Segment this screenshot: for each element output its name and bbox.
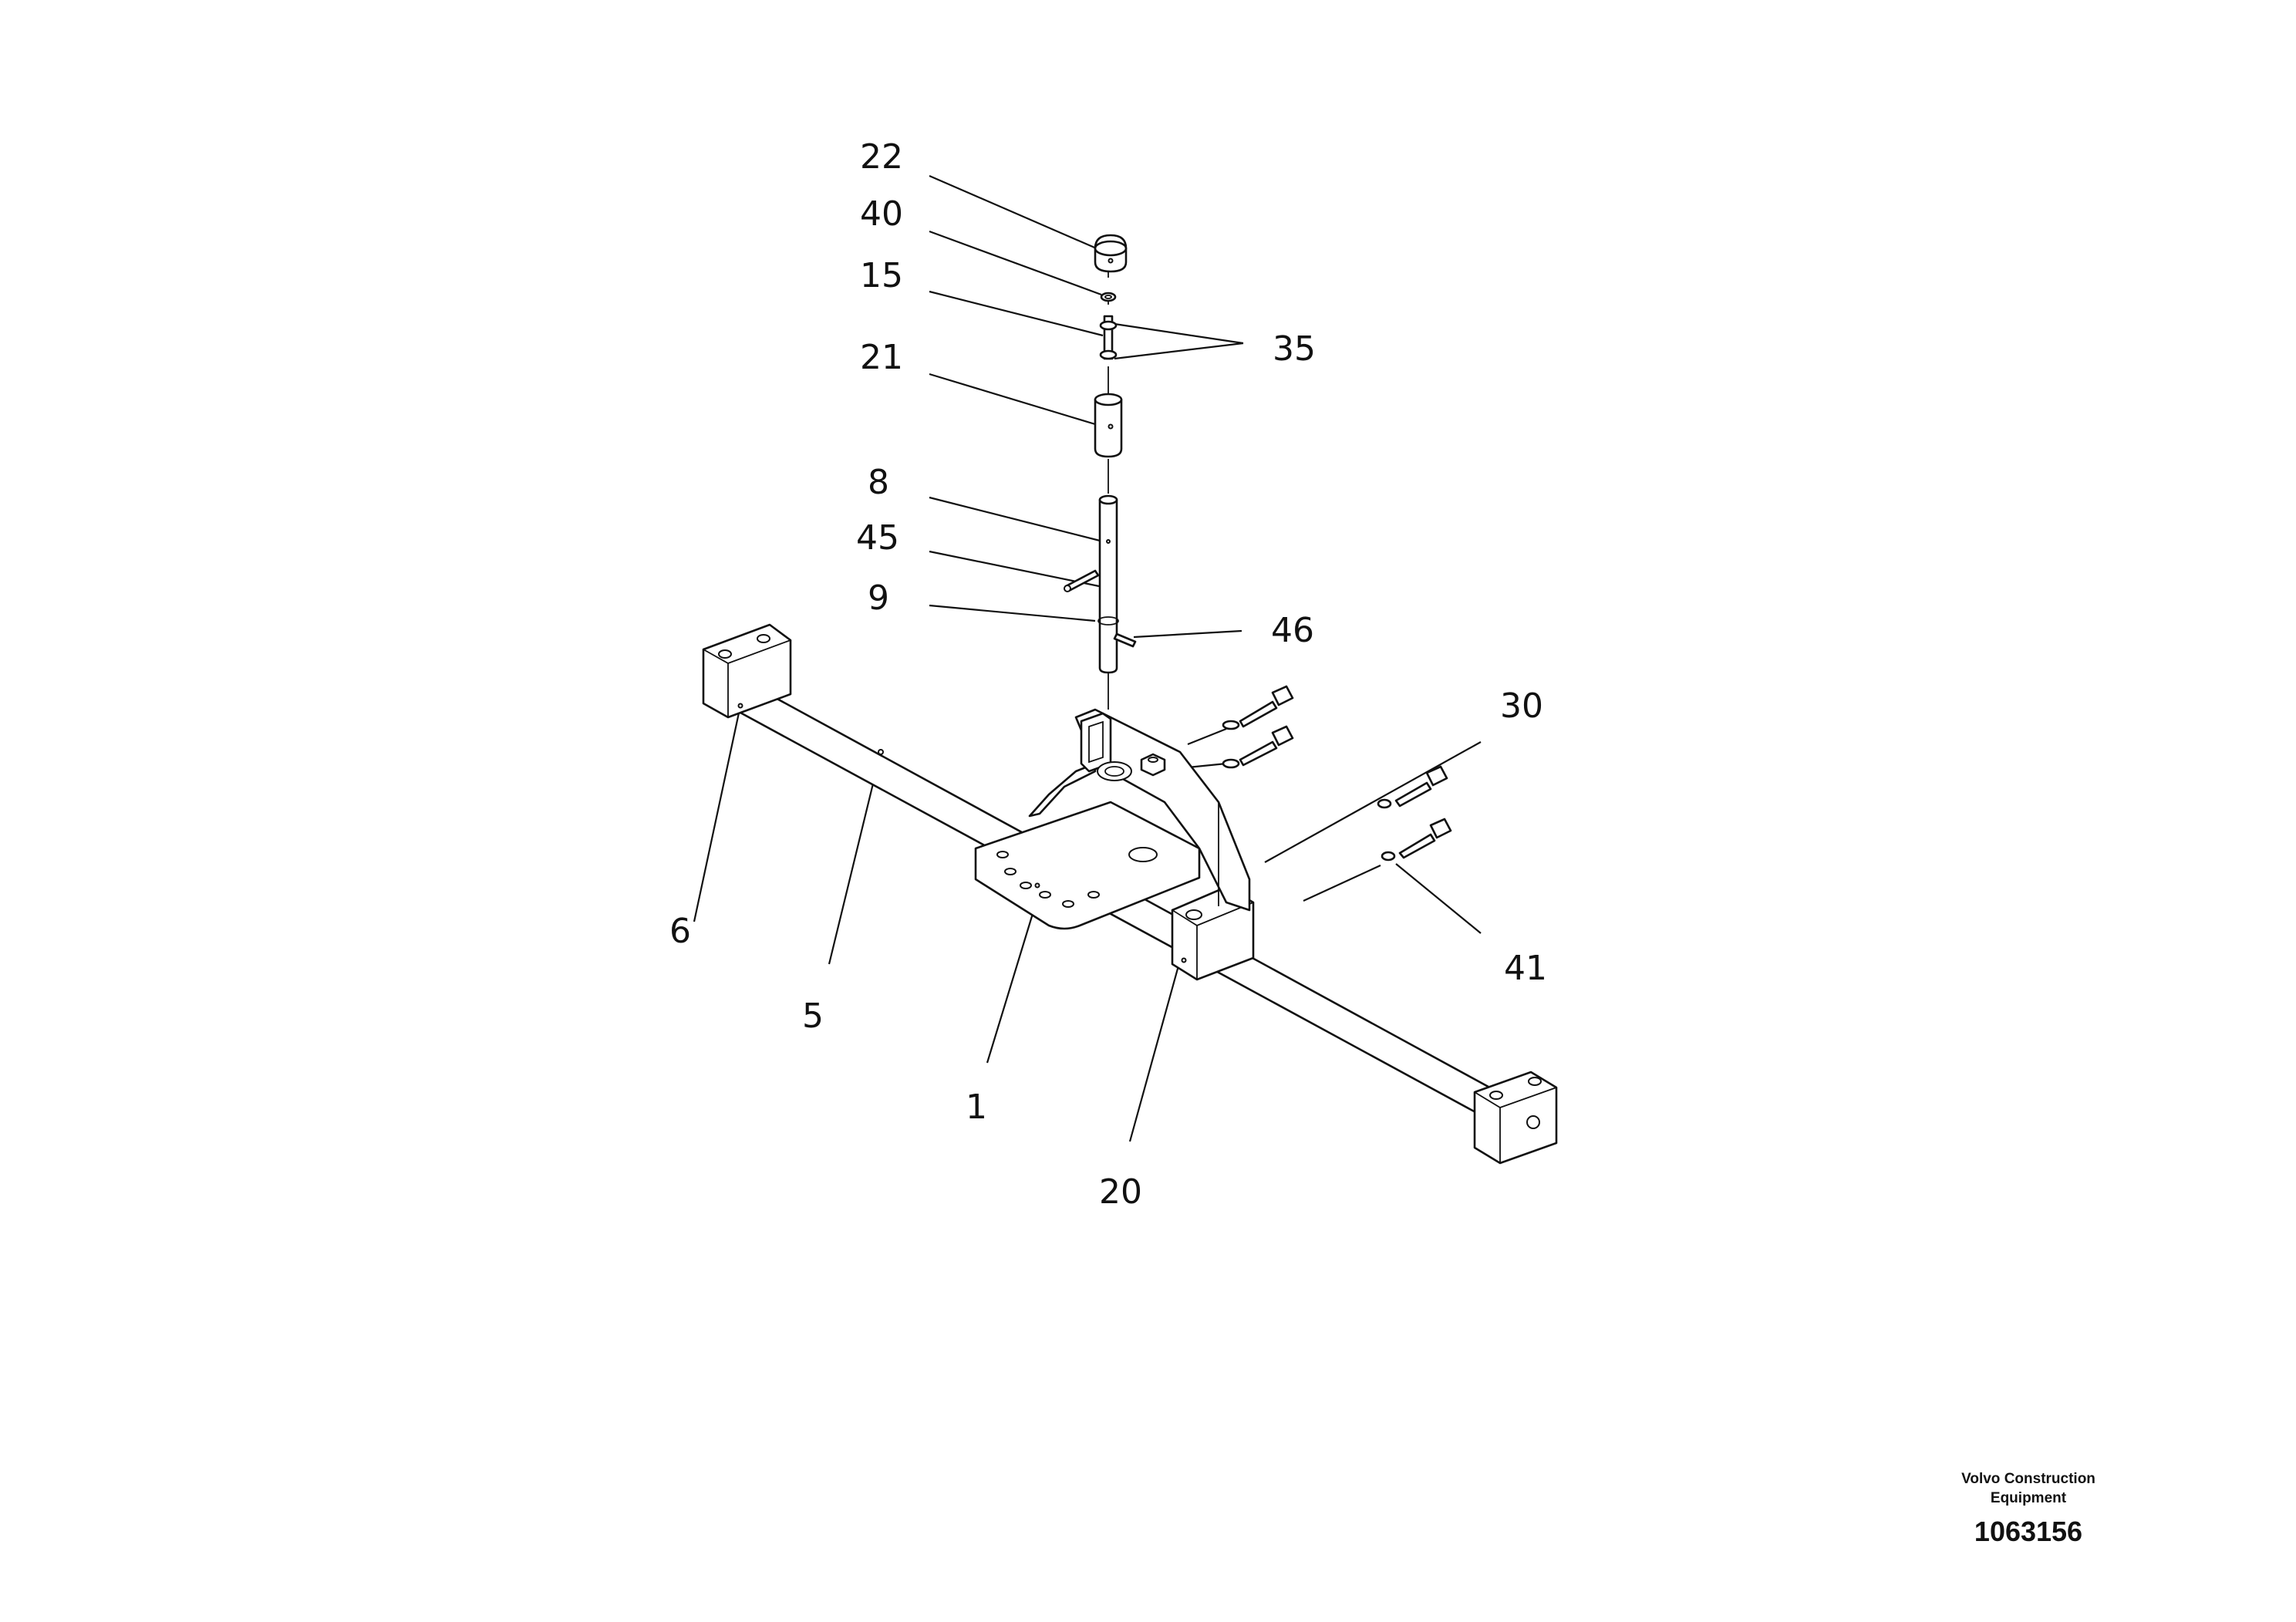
washer-40 [1100, 292, 1117, 302]
split-pin-45 [1064, 569, 1100, 592]
leader-5 [828, 751, 882, 965]
leader-35a [1114, 322, 1244, 345]
callout-8: 8 [868, 463, 889, 502]
bolt-set-top [1222, 685, 1294, 769]
leader-22 [929, 174, 1111, 256]
leader-46 [1133, 629, 1242, 639]
knob-22 [1094, 234, 1128, 273]
callout-45: 45 [856, 518, 899, 558]
pin-46 [1113, 632, 1137, 648]
bracket-1 [974, 708, 1251, 930]
callout-30: 30 [1500, 686, 1543, 726]
callout-41: 41 [1504, 949, 1547, 988]
brand-line-1: Volvo Construction [1961, 1471, 2095, 1487]
callout-15: 15 [860, 256, 903, 295]
leader-bolt-top [1187, 727, 1227, 746]
leader-lines [693, 174, 1482, 1142]
leader-41b [1395, 863, 1482, 934]
callout-21: 21 [860, 338, 903, 377]
leader-6 [693, 705, 742, 922]
brand-line-2: Equipment [1990, 1490, 2067, 1506]
leader-bolt-mid [1187, 762, 1227, 769]
title-stamp: Volvo Construction Equipment 1063156 [1913, 1469, 2144, 1548]
leader-40 [929, 230, 1102, 296]
end-block-right [1473, 1071, 1558, 1165]
bolt-set-right [1377, 765, 1452, 862]
callout-40: 40 [860, 194, 903, 234]
callout-labels: 22 40 15 35 21 8 45 9 46 30 6 5 1 41 20 [669, 137, 1547, 1212]
callout-6: 6 [669, 912, 691, 951]
callout-20: 20 [1099, 1172, 1142, 1212]
leader-35b [1114, 342, 1244, 360]
leader-30 [1264, 741, 1482, 863]
callout-1: 1 [966, 1088, 987, 1127]
leader-41 [1303, 865, 1381, 902]
end-block-6 [702, 623, 792, 719]
callout-9: 9 [868, 578, 889, 618]
leader-8 [929, 496, 1104, 543]
shaft-8 [1097, 494, 1119, 674]
leader-1 [986, 898, 1039, 1064]
drawing-number: 1063156 [1974, 1516, 2083, 1547]
leader-45 [929, 550, 1100, 588]
leader-20 [1128, 959, 1182, 1142]
callout-46: 46 [1271, 611, 1314, 650]
callout-35: 35 [1273, 329, 1316, 369]
sleeve-21 [1094, 393, 1123, 458]
callout-22: 22 [860, 137, 903, 177]
leader-21 [929, 373, 1096, 426]
callout-5: 5 [802, 996, 824, 1036]
leader-9 [929, 604, 1096, 622]
pin-15 [1099, 315, 1118, 360]
leader-15 [929, 290, 1104, 337]
